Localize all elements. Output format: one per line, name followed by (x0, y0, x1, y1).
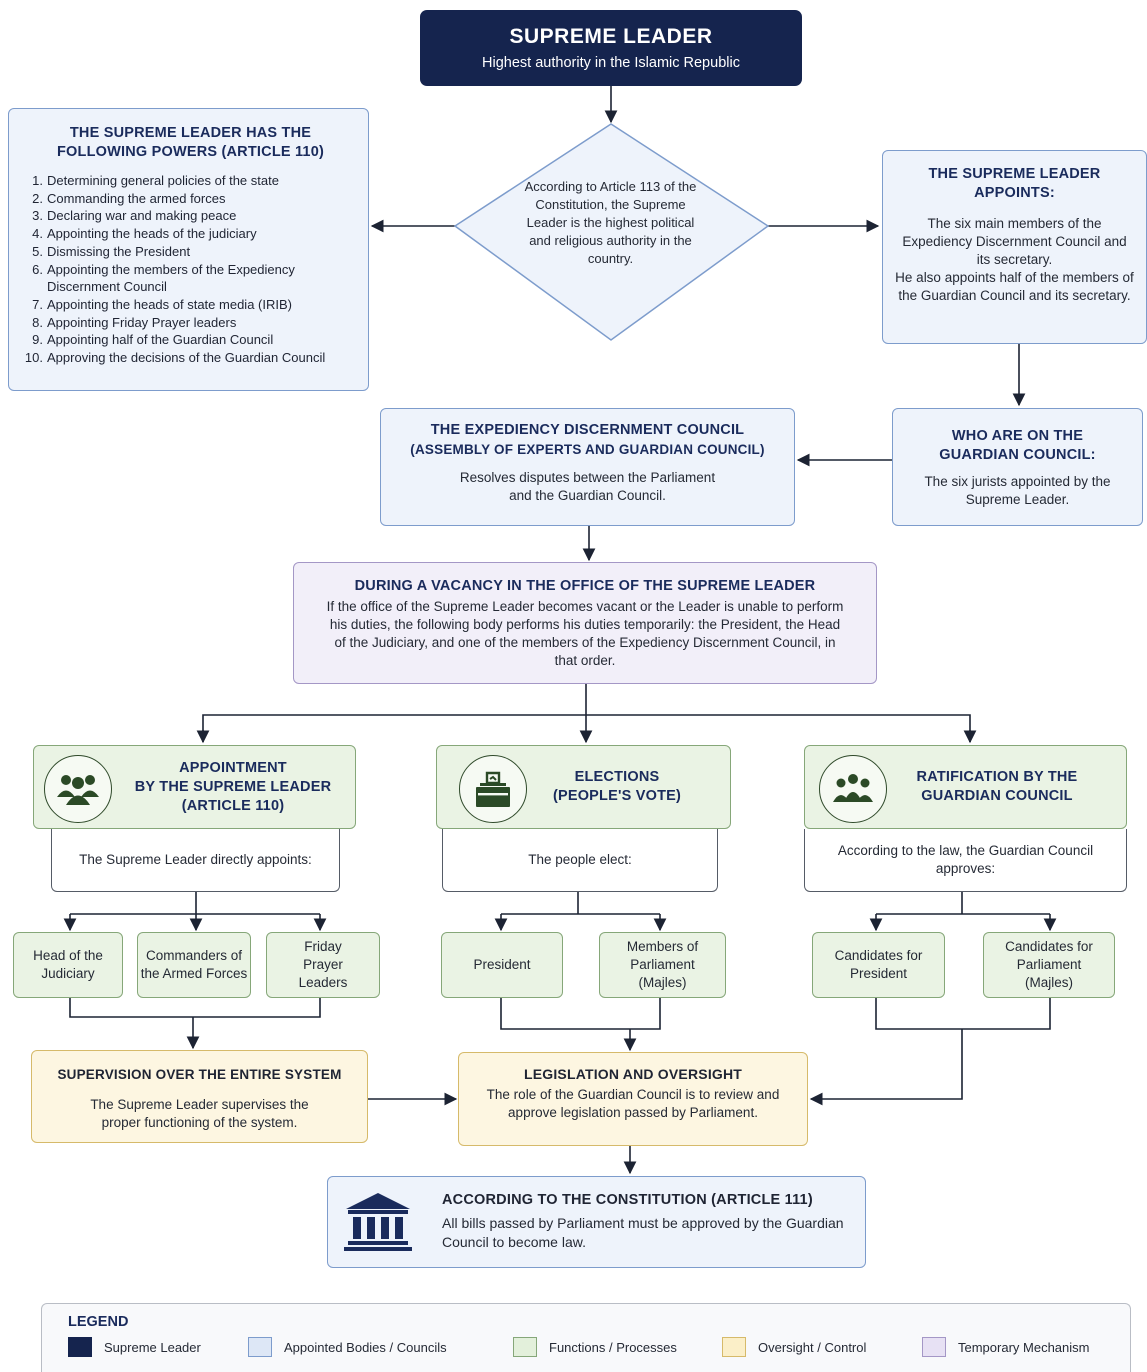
vacancy-text: If the office of the Supreme Leader beco… (326, 599, 844, 668)
appointment-sub: The Supreme Leader directly appoints: (79, 852, 312, 867)
ratification-title-1: RATIFICATION BY THE (916, 769, 1078, 785)
legend-swatch (68, 1337, 92, 1357)
supervision-text: The Supreme Leader supervises the proper… (90, 1097, 309, 1130)
powers-list: 1.Determining general policies of the st… (23, 172, 358, 367)
legend-item-supreme-leader: Supreme Leader (68, 1337, 201, 1357)
legend-swatch (248, 1337, 272, 1357)
leader-subtitle: Highest authority in the Islamic Republi… (482, 55, 740, 71)
appointment-title-2: BY THE SUPREME LEADER (134, 779, 332, 795)
appoints-title: THE SUPREME LEADER APPOINTS: (928, 166, 1101, 201)
leaf-president: President (441, 932, 563, 998)
power-item: 1.Determining general policies of the st… (32, 173, 279, 188)
leaf-head-of-judiciary: Head of the Judiciary (13, 932, 123, 998)
power-item: 10.Approving the decisions of the Guardi… (24, 350, 326, 366)
council-group-icon (819, 755, 887, 823)
ballot-box-icon (459, 755, 527, 823)
appointment-sub-box: The Supreme Leader directly appoints: (51, 829, 340, 892)
legend-label: Supreme Leader (104, 1339, 201, 1355)
guardian-members-box: WHO ARE ON THE GUARDIAN COUNCIL: The six… (892, 408, 1143, 526)
leader-title: SUPREME LEADER (509, 25, 713, 48)
people-group-icon (44, 755, 112, 823)
elections-title-1: ELECTIONS (574, 769, 660, 785)
elections-sub-box: The people elect: (442, 829, 718, 892)
ratification-title-2: GUARDIAN COUNCIL (921, 788, 1073, 804)
guardian-members-text: The six jurists appointed by the Supreme… (924, 474, 1111, 507)
legend-label: Temporary Mechanism (958, 1339, 1090, 1355)
elections-sub: The people elect: (528, 852, 632, 867)
legend-item-functions: Functions / Processes (513, 1337, 677, 1357)
leaf-commanders-armed-forces: Commanders of the Armed Forces (137, 932, 251, 998)
power-item: 4.Appointing the heads of the judiciary (32, 226, 257, 242)
supervision-title: SUPERVISION OVER THE ENTIRE SYSTEM (57, 1067, 342, 1082)
legend-title: LEGEND (68, 1314, 129, 1330)
power-item: 8.Appointing Friday Prayer leaders (32, 314, 237, 330)
legend-item-appointed-bodies: Appointed Bodies / Councils (248, 1337, 447, 1357)
appoints-text-1: The six main members of the Expediency D… (902, 216, 1127, 267)
expediency-council-box: THE EXPEDIENCY DISCERNMENT COUNCIL (ASSE… (380, 408, 795, 526)
vacancy-title: DURING A VACANCY IN THE OFFICE OF THE SU… (354, 578, 816, 594)
legend-swatch (513, 1337, 537, 1357)
ratification-box: RATIFICATION BY THE GUARDIAN COUNCIL (804, 745, 1127, 829)
leaf-friday-prayer-leaders: Friday Prayer Leaders (266, 932, 380, 998)
powers-box: THE SUPREME LEADER HAS THE FOLLOWING POW… (8, 108, 369, 391)
appointment-box: APPOINTMENT BY THE SUPREME LEADER (ARTIC… (33, 745, 356, 829)
courthouse-icon (342, 1191, 414, 1256)
leaf-members-of-parliament: Members of Parliament (Majles) (599, 932, 726, 998)
legend-label: Oversight / Control (758, 1339, 867, 1355)
article-113-text-wrap: According to Article 113 of the Constitu… (520, 178, 701, 288)
expediency-text: Resolves disputes between the Parliament… (459, 470, 716, 503)
legend-label: Functions / Processes (549, 1339, 677, 1355)
appoints-text-2: He also appoints half of the members of … (895, 270, 1134, 303)
legend-box (41, 1303, 1131, 1372)
elections-box: ELECTIONS (PEOPLE'S VOTE) (436, 745, 731, 829)
legend-item-temporary: Temporary Mechanism (922, 1337, 1090, 1357)
power-item: 6.Appointing the members of the Expedien… (32, 261, 295, 295)
supervision-box: SUPERVISION OVER THE ENTIRE SYSTEM The S… (31, 1050, 368, 1143)
legislation-box: LEGISLATION AND OVERSIGHT The role of th… (458, 1052, 808, 1146)
article-111-text: All bills passed by Parliament must be a… (442, 1215, 844, 1250)
leader-appoints-box: THE SUPREME LEADER APPOINTS: The six mai… (882, 150, 1147, 344)
guardian-members-title: WHO ARE ON THE GUARDIAN COUNCIL: (939, 428, 1096, 463)
leaf-candidates-parliament: Candidates for Parliament (Majles) (983, 932, 1115, 998)
article-111-box: ACCORDING TO THE CONSTITUTION (ARTICLE 1… (327, 1176, 866, 1268)
power-item: 5.Dismissing the President (32, 243, 191, 259)
legend-item-oversight: Oversight / Control (722, 1337, 866, 1357)
legend-label: Appointed Bodies / Councils (284, 1339, 447, 1355)
appointment-title-1: APPOINTMENT (179, 760, 287, 776)
elections-title-2: (PEOPLE'S VOTE) (552, 788, 682, 804)
expediency-title-1: THE EXPEDIENCY DISCERNMENT COUNCIL (430, 422, 745, 438)
vacancy-box: DURING A VACANCY IN THE OFFICE OF THE SU… (293, 562, 877, 684)
ratification-sub-box: According to the law, the Guardian Counc… (804, 829, 1127, 892)
legislation-text: The role of the Guardian Council is to r… (486, 1087, 780, 1120)
expediency-title-2: (ASSEMBLY OF EXPERTS AND GUARDIAN COUNCI… (410, 442, 765, 457)
legend-swatch (722, 1337, 746, 1357)
ratification-sub: According to the law, the Guardian Counc… (837, 843, 1094, 876)
supreme-leader-box: SUPREME LEADER Highest authority in the … (420, 10, 802, 86)
legislation-title: LEGISLATION AND OVERSIGHT (523, 1066, 743, 1082)
power-item: 9.Appointing half of the Guardian Counci… (32, 332, 274, 348)
leaf-candidates-president: Candidates for President (812, 932, 945, 998)
power-item: 2.Commanding the armed forces (32, 190, 226, 206)
legend-swatch (922, 1337, 946, 1357)
powers-title: THE SUPREME LEADER HAS THE FOLLOWING POW… (56, 125, 324, 160)
article-111-title: ACCORDING TO THE CONSTITUTION (ARTICLE 1… (442, 1192, 813, 1208)
appointment-title-3: (ARTICLE 110) (181, 798, 285, 814)
article-113-text: According to Article 113 of the Constitu… (524, 179, 697, 266)
power-item: 7.Appointing the heads of state media (I… (32, 296, 292, 312)
power-item: 3.Declaring war and making peace (32, 208, 237, 224)
